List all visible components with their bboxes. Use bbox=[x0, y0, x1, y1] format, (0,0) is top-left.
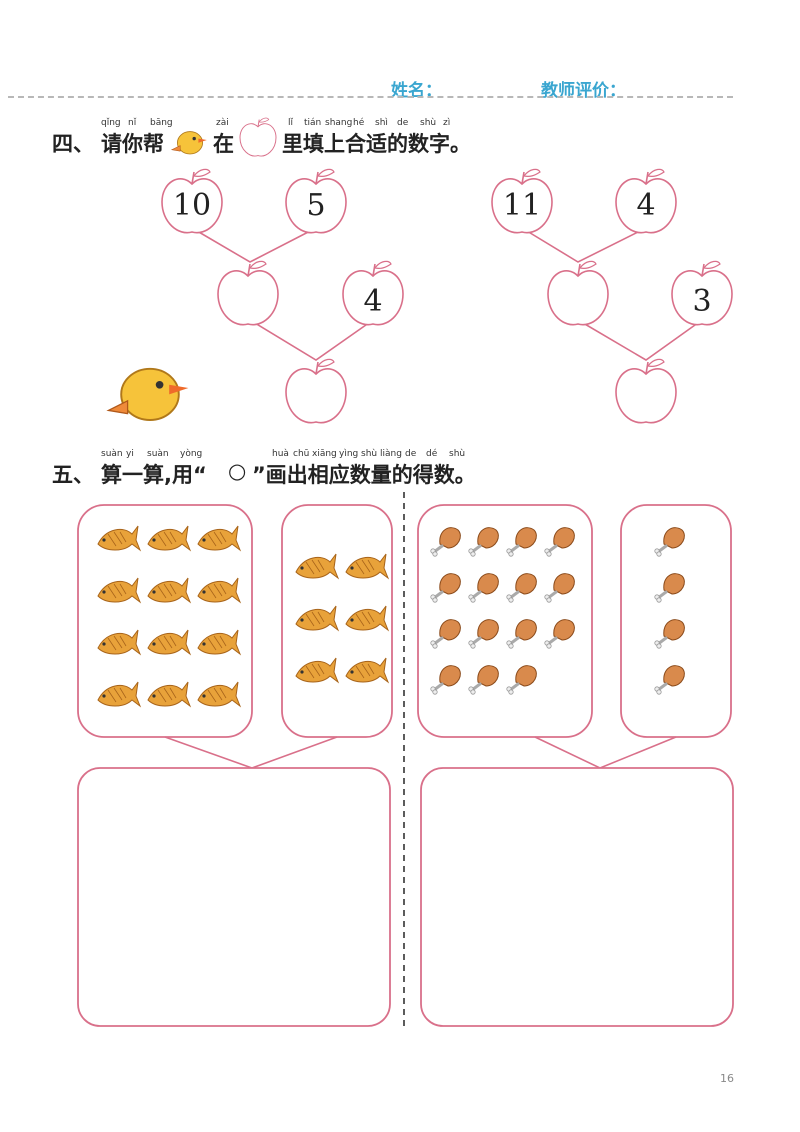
group-connector bbox=[164, 736, 338, 769]
tree-connector bbox=[521, 227, 647, 263]
section5-number: 五、 bbox=[52, 463, 94, 487]
group-connector bbox=[534, 736, 677, 769]
pinyin: shang bbox=[325, 118, 353, 128]
answer-box-left bbox=[77, 767, 391, 1027]
section5-text-b: ”画出相应数量的得数。 bbox=[252, 463, 476, 487]
pinyin: tián bbox=[304, 118, 322, 128]
section4-text-b: 在 bbox=[213, 132, 234, 156]
pinyin: suàn bbox=[101, 449, 123, 459]
pinyin: suàn bbox=[147, 449, 169, 459]
section4-text-a: 请你帮 bbox=[101, 132, 164, 156]
pinyin: liàng bbox=[380, 449, 402, 459]
apple-icon bbox=[547, 260, 609, 326]
inline-chick-icon bbox=[171, 131, 208, 155]
tree-connector bbox=[191, 227, 317, 263]
pinyin: zài bbox=[216, 118, 229, 128]
pinyin: shù bbox=[361, 449, 378, 459]
tree-connector bbox=[249, 319, 374, 361]
chicken-box-1 bbox=[417, 504, 593, 738]
answer-box-right bbox=[420, 767, 734, 1027]
pinyin: yòng bbox=[180, 449, 203, 459]
pinyin: zì bbox=[443, 118, 451, 128]
pinyin: chū bbox=[293, 449, 310, 459]
apple-number: 10 bbox=[172, 188, 212, 223]
pinyin: yìng bbox=[339, 449, 359, 459]
section4-number: 四、 bbox=[52, 132, 94, 156]
pinyin: qǐng bbox=[101, 118, 121, 128]
pinyin: huà bbox=[272, 449, 289, 459]
pinyin: de bbox=[405, 449, 417, 459]
pinyin: de bbox=[397, 118, 409, 128]
pinyin: dé bbox=[426, 449, 438, 459]
pinyin: shù bbox=[449, 449, 466, 459]
apple-number: 4 bbox=[636, 188, 656, 223]
apple-icon bbox=[217, 260, 279, 326]
apple-number: 11 bbox=[502, 188, 542, 223]
apple-number: 3 bbox=[692, 284, 712, 319]
pinyin: yi bbox=[126, 449, 134, 459]
tree-connector bbox=[577, 319, 703, 361]
apple-number: 5 bbox=[306, 188, 326, 223]
pinyin: shì bbox=[375, 118, 388, 128]
pinyin: xiāng bbox=[312, 449, 337, 459]
pinyin: nǐ bbox=[128, 118, 137, 128]
apple-number: 4 bbox=[363, 284, 383, 319]
section4-text-c: 里填上合适的数字。 bbox=[282, 132, 471, 156]
header-divider bbox=[8, 96, 733, 98]
pinyin: shù bbox=[420, 118, 437, 128]
apple-icon bbox=[615, 358, 677, 424]
circle-symbol: ○ bbox=[228, 459, 247, 483]
pinyin: lǐ bbox=[288, 118, 294, 128]
pinyin: hé bbox=[353, 118, 365, 128]
apple-icon bbox=[285, 358, 347, 424]
page-number: 16 bbox=[720, 1072, 734, 1085]
section5-text-a: 算一算,用“ bbox=[101, 463, 207, 487]
inline-apple-icon bbox=[239, 117, 277, 157]
chick-illustration bbox=[107, 367, 190, 421]
pinyin: bāng bbox=[150, 118, 173, 128]
